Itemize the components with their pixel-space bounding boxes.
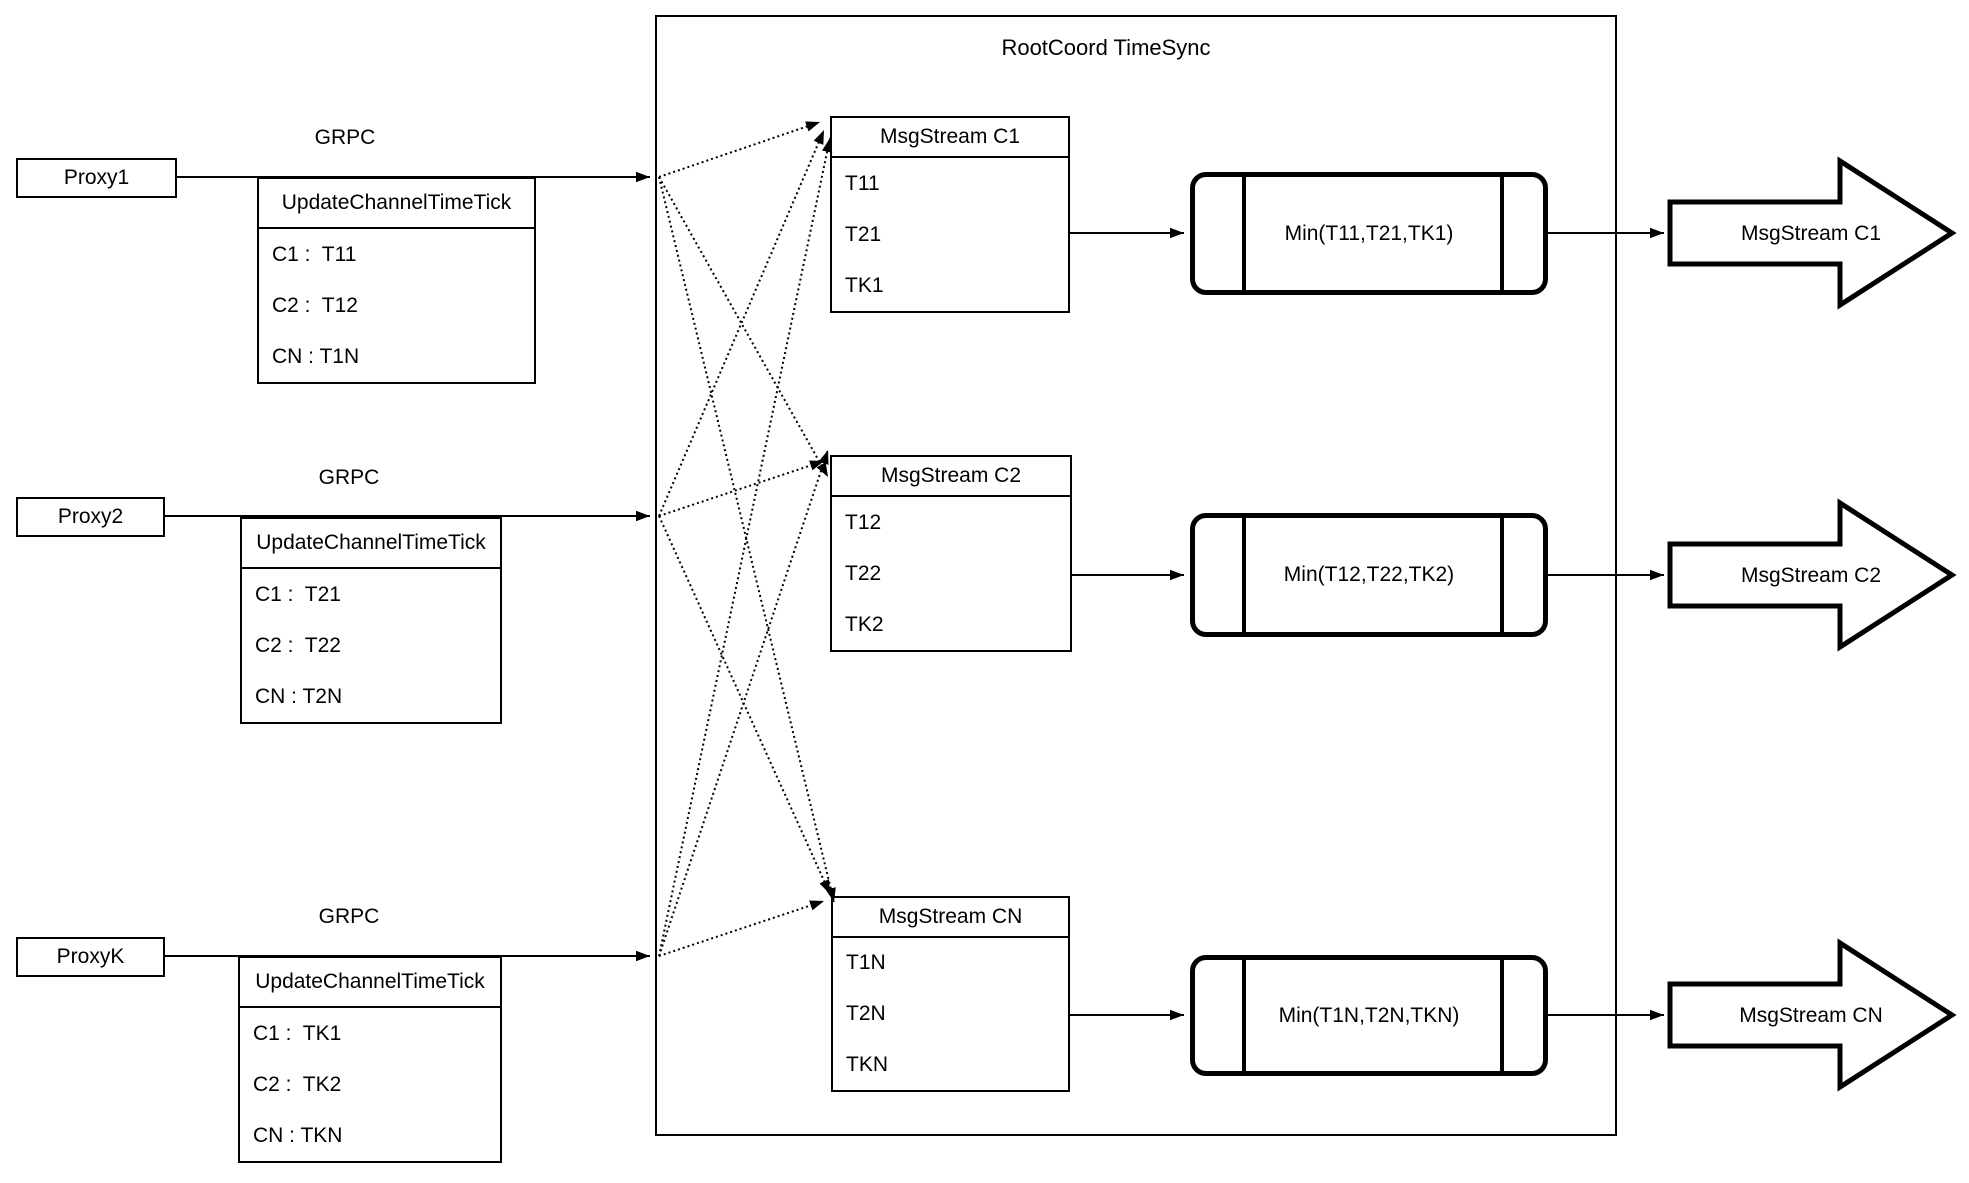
msgstream-c2-table: MsgStream C2 T12 T22 TK2 (830, 455, 1072, 652)
update-channel-timetick-table-1: UpdateChannelTimeTick C1 : T11 C2 : T12 … (257, 177, 536, 384)
process-divider-left (1242, 177, 1246, 290)
proxy1-box: Proxy1 (16, 158, 177, 198)
process-divider-left (1242, 960, 1246, 1071)
output-arrow-cn: MsgStream CN (1667, 938, 1957, 1092)
process-divider-right (1500, 177, 1504, 290)
proxy2-box: Proxy2 (16, 497, 165, 537)
table-row: CN : T1N (272, 344, 360, 368)
output-arrow-c2: MsgStream C2 (1667, 498, 1957, 652)
update-table-1-header: UpdateChannelTimeTick (259, 179, 534, 229)
msgstream-cn-table: MsgStream CN T1N T2N TKN (831, 896, 1070, 1092)
min-box-c1: Min(T11,T21,TK1) (1190, 172, 1548, 295)
table-row: C2 : T12 (272, 293, 358, 317)
table-row: C2 : TK2 (253, 1072, 342, 1096)
min-label-c2: Min(T12,T22,TK2) (1283, 563, 1455, 586)
table-row: T11 (845, 171, 880, 195)
min-box-cn: Min(T1N,T2N,TKN) (1190, 955, 1548, 1076)
table-row: T2N (846, 1002, 886, 1025)
process-divider-left (1242, 518, 1246, 632)
min-label-cn: Min(T1N,T2N,TKN) (1278, 1003, 1460, 1027)
min-box-c2: Min(T12,T22,TK2) (1190, 513, 1548, 637)
table-row: T1N (846, 951, 886, 975)
table-row: C1 : T21 (255, 582, 341, 606)
update-table-3-header: UpdateChannelTimeTick (240, 958, 500, 1008)
msgstream-c1-table-header: MsgStream C1 (832, 118, 1068, 158)
rootcoord-timesync-title: RootCoord TimeSync (1001, 35, 1211, 60)
table-row: TKN (846, 1052, 888, 1076)
process-divider-right (1500, 960, 1504, 1071)
table-row: CN : T2N (255, 684, 343, 708)
grpc-label-2: GRPC (318, 466, 380, 489)
table-row: TK1 (845, 273, 884, 297)
proxyk-label: ProxyK (56, 945, 125, 968)
msgstream-c1-table: MsgStream C1 T11 T21 TK1 (830, 116, 1070, 313)
table-row: CN : TKN (253, 1123, 343, 1147)
proxy1-label: Proxy1 (63, 166, 130, 189)
grpc-label-1: GRPC (314, 126, 376, 149)
output-arrow-cn-label: MsgStream CN (1739, 1004, 1883, 1027)
table-row: TK2 (845, 612, 884, 636)
table-row: C1 : T11 (272, 242, 357, 266)
output-arrow-c1-label: MsgStream C1 (1741, 222, 1881, 245)
output-arrow-c2-label: MsgStream C2 (1741, 564, 1881, 587)
update-channel-timetick-table-2: UpdateChannelTimeTick C1 : T21 C2 : T22 … (240, 517, 502, 724)
table-row: C2 : T22 (255, 633, 341, 657)
process-divider-right (1500, 518, 1504, 632)
table-row: T21 (845, 222, 882, 246)
msgstream-cn-table-header: MsgStream CN (833, 898, 1068, 938)
table-row: T12 (845, 510, 882, 534)
min-label-c1: Min(T11,T21,TK1) (1284, 221, 1454, 245)
table-row: C1 : TK1 (253, 1021, 342, 1045)
table-row: T22 (845, 561, 882, 585)
update-channel-timetick-table-3: UpdateChannelTimeTick C1 : TK1 C2 : TK2 … (238, 956, 502, 1163)
proxy2-label: Proxy2 (57, 505, 124, 528)
proxyk-box: ProxyK (16, 937, 165, 977)
msgstream-c2-table-header: MsgStream C2 (832, 457, 1070, 497)
update-table-2-header: UpdateChannelTimeTick (242, 519, 500, 569)
grpc-label-3: GRPC (318, 905, 380, 928)
output-arrow-c1: MsgStream C1 (1667, 156, 1957, 310)
